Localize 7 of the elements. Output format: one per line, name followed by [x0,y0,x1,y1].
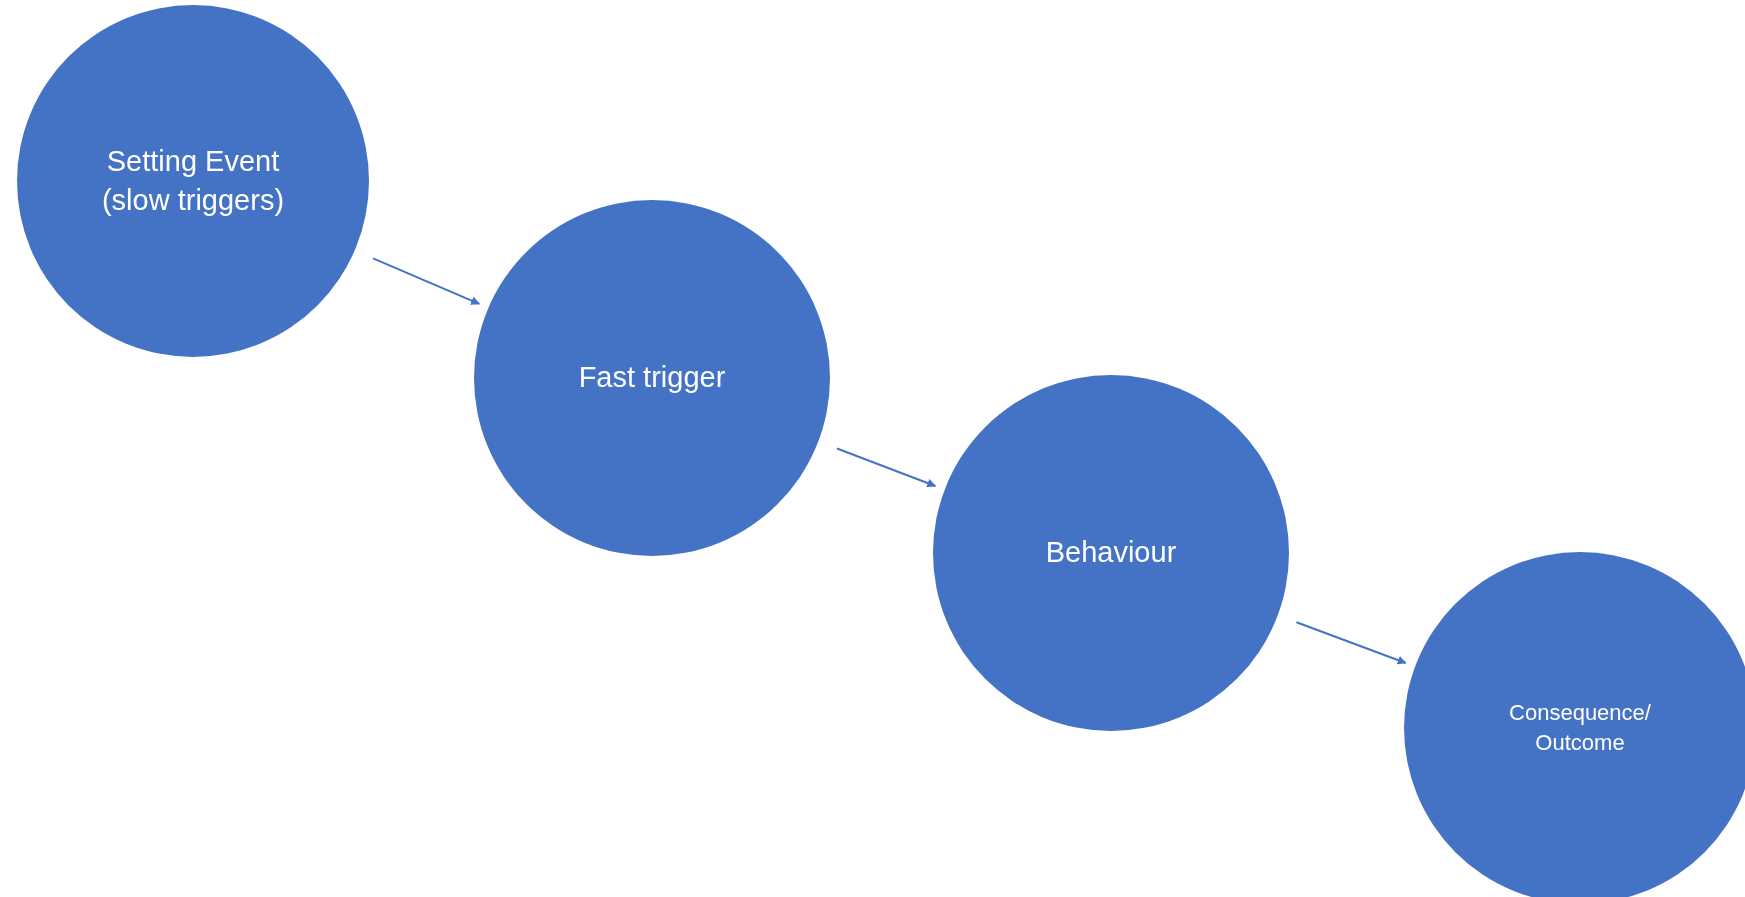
node-label: Fast trigger [578,360,726,396]
arrow [372,257,481,305]
node-label: Behaviour [1045,535,1177,571]
node-label: Setting Event (slow triggers) [100,143,286,218]
arrow [836,447,937,488]
node-label: Consequence/ Outcome [1508,699,1652,757]
arrow [1295,621,1407,665]
